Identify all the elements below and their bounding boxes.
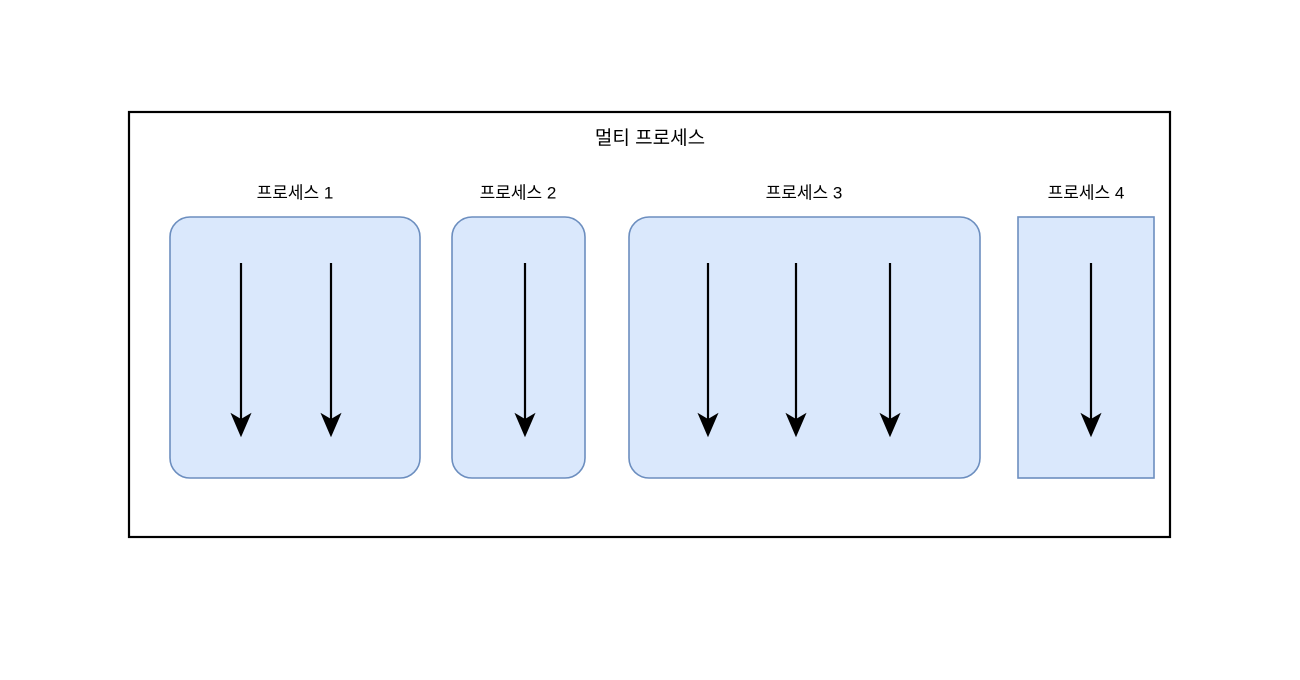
process-3-thread-1-arrow-icon[interactable]	[697, 263, 719, 438]
process-1-thread-1-arrow-icon[interactable]	[230, 263, 252, 438]
process-1-thread-2-arrowhead	[320, 412, 342, 438]
process-1-label: 프로세스 1	[257, 183, 334, 202]
process-3-label: 프로세스 3	[766, 183, 843, 202]
process-2[interactable]: 프로세스 2	[451, 183, 586, 479]
process-2-label: 프로세스 2	[480, 183, 557, 202]
process-1-thread-2-arrow-icon[interactable]	[320, 263, 342, 438]
process-4-label: 프로세스 4	[1048, 183, 1125, 202]
process-2-thread-1-arrow-icon[interactable]	[514, 263, 536, 438]
process-1-box[interactable]	[169, 216, 421, 479]
process-4-thread-1-arrow-icon[interactable]	[1080, 263, 1102, 438]
process-4-thread-1-arrowhead	[1080, 412, 1102, 438]
diagram-title: 멀티 프로세스	[595, 127, 705, 149]
process-3-thread-2-arrowhead	[785, 412, 807, 438]
process-3-thread-3-arrowhead	[879, 412, 901, 438]
process-4[interactable]: 프로세스 4	[1017, 183, 1155, 479]
process-3[interactable]: 프로세스 3	[628, 183, 981, 479]
process-1-thread-1-arrowhead	[230, 412, 252, 438]
process-group-layer: 프로세스 1 프로세스 2 프로세스 3 프로세스 4	[169, 183, 1155, 479]
process-3-thread-3-arrow-icon[interactable]	[879, 263, 901, 438]
process-3-thread-2-arrow-icon[interactable]	[785, 263, 807, 438]
process-2-thread-1-arrowhead	[514, 412, 536, 438]
process-3-box[interactable]	[628, 216, 981, 479]
process-1[interactable]: 프로세스 1	[169, 183, 421, 479]
process-4-box[interactable]	[1017, 216, 1155, 479]
process-2-box[interactable]	[451, 216, 586, 479]
process-3-thread-1-arrowhead	[697, 412, 719, 438]
